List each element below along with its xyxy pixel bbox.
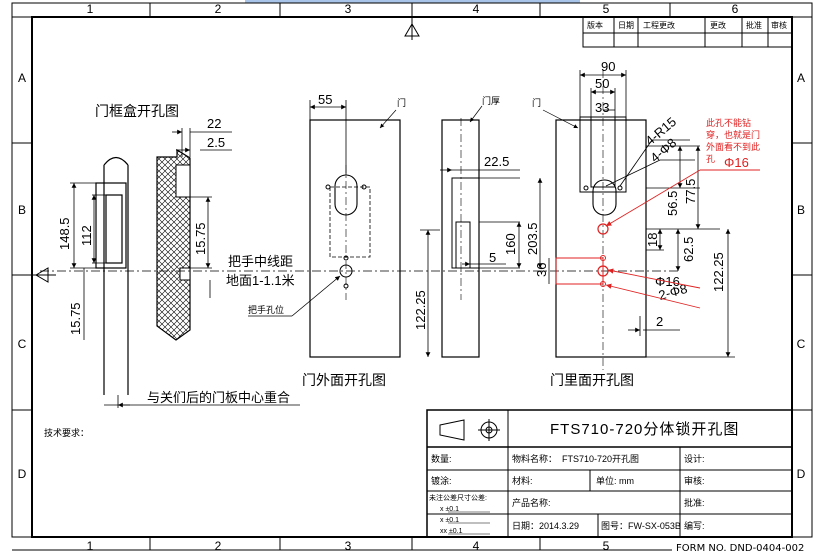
review-label: 审核: (684, 475, 705, 486)
dim-112: 112 (79, 225, 94, 246)
col-number-2-bottom: 2 (215, 539, 222, 553)
warning-line-4: 孔 (706, 154, 715, 164)
dim-160: 160 (503, 233, 518, 255)
col-number-4-bottom: 4 (473, 539, 480, 553)
form-number: FORM NO. DND-0404-002 (676, 543, 804, 554)
technical-requirements-label: 技术要求： (44, 427, 89, 438)
rev-header-version: 版本 (587, 20, 603, 30)
dim-22: 22 (207, 116, 221, 131)
row-letter-b-right: B (797, 203, 805, 217)
plating-label: 镀涂: (431, 475, 452, 486)
dim-15-75-left: 15.75 (68, 302, 83, 335)
unit-label: 单位: mm (596, 475, 634, 486)
row-letter-c-right: C (797, 337, 806, 351)
row-letter-c: C (18, 337, 27, 351)
col-number-3: 3 (345, 2, 352, 16)
dim-2-5: 2.5 (207, 135, 225, 150)
drawing-number-label: 图号：FW-SX-053B (601, 521, 681, 531)
door-frame-view-title: 门框盒开孔图 (95, 103, 179, 119)
dim-148-5: 148.5 (57, 217, 72, 250)
drawing-title: FTS710-720分体锁开孔图 (550, 421, 739, 438)
inner-face-view-title: 门里面开孔图 (550, 372, 634, 388)
col-number-5: 5 (603, 2, 610, 16)
projection-symbol-icon (439, 419, 500, 441)
rev-header-modify: 更改 (710, 20, 726, 30)
col-number-3-bottom: 3 (345, 539, 352, 553)
handle-hole-label: 把手孔位 (248, 304, 284, 315)
dim-122-25-outer: 122.25 (413, 290, 428, 330)
material-name-label: 物料名称： (512, 453, 557, 464)
handle-height-note-1: 把手中线距 (228, 254, 293, 269)
dim-18: 18 (645, 233, 660, 247)
dim-36: 36 (534, 263, 549, 277)
tolerance-row-1: x ±0.1 (440, 506, 459, 513)
col-number-1: 1 (87, 2, 94, 16)
product-name-label: 产品名称: (512, 497, 551, 508)
row-letter-d: D (18, 467, 27, 481)
tolerance-row-3: xx ±0.1 (440, 528, 463, 535)
inner-face-view: 门 (532, 59, 760, 388)
dim-62-5: 62.5 (681, 237, 696, 262)
outer-frame (11, 2, 813, 550)
col-number-4: 4 (473, 2, 480, 16)
dim-77-5: 77.5 (683, 179, 698, 204)
dim-5: 5 (489, 250, 496, 265)
outer-door-label: 门 (397, 97, 406, 108)
bottom-alignment-note: 与关们后的门板中心重合 (147, 390, 290, 405)
warning-line-1: 此孔不能钻 (706, 117, 751, 128)
dim-56-5: 56.5 (665, 191, 680, 216)
handle-height-note-2: 地面1-1.1米 (226, 273, 295, 288)
centering-mark-top (404, 17, 420, 40)
col-number-2: 2 (215, 2, 222, 16)
author-label: 编写: (684, 520, 705, 531)
col-number-1-bottom: 1 (87, 539, 94, 553)
col-number-6: 6 (732, 2, 739, 16)
inner-door-label: 门 (532, 97, 541, 108)
dim-15-75-right: 15.75 (193, 222, 208, 255)
revision-table (582, 16, 793, 48)
dim-2: 2 (656, 314, 663, 329)
dim-55: 55 (318, 92, 332, 107)
row-letter-a: A (18, 71, 26, 85)
row-letter-d-right: D (797, 467, 806, 481)
dim-22-5: 22.5 (484, 154, 509, 169)
dim-90: 90 (601, 59, 615, 74)
outer-face-view-title: 门外面开孔图 (302, 372, 386, 388)
dim-2-d8: 2-Φ8 (657, 281, 689, 303)
row-letter-b: B (18, 203, 26, 217)
row-letter-a-right: A (797, 71, 805, 85)
dim-203-5: 203.5 (525, 222, 540, 255)
centering-mark-left (32, 267, 56, 283)
door-frame-view: 门框盒开孔图 (57, 103, 300, 408)
dim-d16-upper: Φ16 (724, 155, 749, 170)
rev-header-review: 审核 (771, 20, 787, 30)
design-label: 设计: (684, 453, 705, 464)
warning-line-3: 外面看不到此 (706, 141, 760, 152)
date-label: 日期：2014.3.29 (512, 521, 579, 531)
title-block (426, 409, 793, 538)
rev-header-approve: 批准 (746, 20, 762, 30)
qty-label: 数量: (431, 453, 452, 464)
warning-line-2: 穿，也就是门 (706, 129, 760, 140)
col-number-5-bottom: 5 (603, 539, 610, 553)
tolerance-row-2: x ±0.1 (440, 517, 459, 524)
material-name-value: FTS710-720开孔图 (562, 454, 639, 464)
tolerance-label: 未注公差尺寸公差: (429, 493, 487, 502)
rev-header-date: 日期 (618, 21, 634, 30)
door-edge-label: 门厚 (482, 95, 500, 106)
outer-face-view: 门 55 122.25 把手孔位 门外面开孔图 (248, 92, 440, 388)
dim-33: 33 (595, 100, 609, 115)
door-edge-view: 门厚 22.5 160 203.5 5 (440, 95, 543, 358)
rev-header-change: 工程更改 (643, 20, 675, 30)
dim-122-25-inner: 122.25 (711, 252, 726, 292)
dim-50: 50 (595, 76, 609, 91)
approve-label: 批准: (684, 497, 705, 508)
material-label: 材料: (512, 475, 533, 486)
